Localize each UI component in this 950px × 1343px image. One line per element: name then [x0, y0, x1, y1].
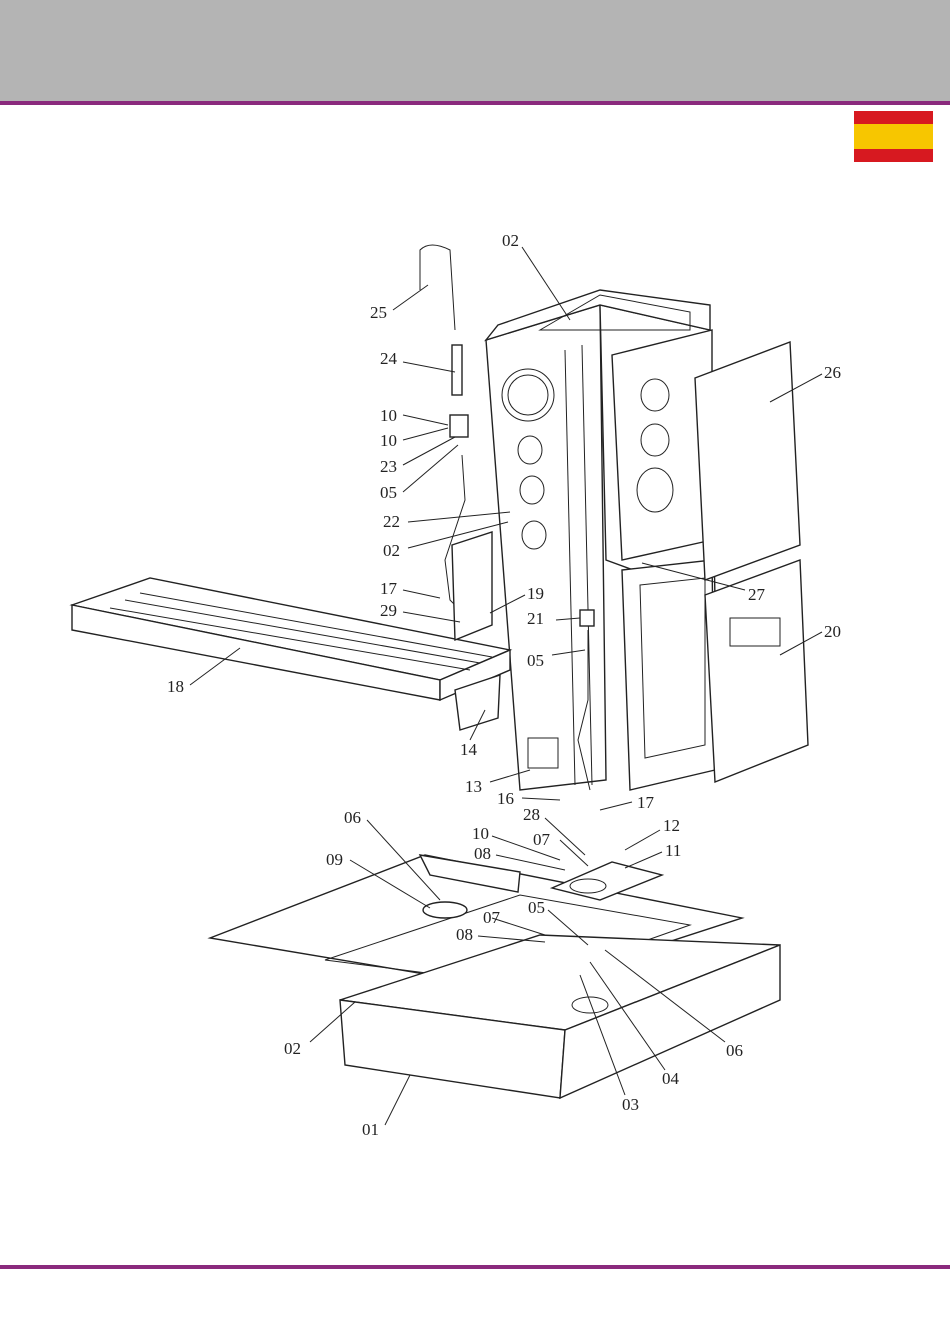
part-label: 05 — [380, 483, 397, 502]
part-label: 02 — [502, 231, 519, 250]
part-label: 17 — [637, 793, 655, 812]
part-label: 22 — [383, 512, 400, 531]
cover-plate-26 — [695, 342, 800, 580]
part-label: 21 — [527, 609, 544, 628]
part-label: 25 — [370, 303, 387, 322]
part-label: 23 — [380, 457, 397, 476]
part-label: 08 — [456, 925, 473, 944]
part-label: 29 — [380, 601, 397, 620]
part-label: 17 — [380, 579, 398, 598]
worktable — [72, 532, 510, 730]
part-label: 04 — [662, 1069, 680, 1088]
part-label: 18 — [167, 677, 184, 696]
part-label: 28 — [523, 805, 540, 824]
part-label: 14 — [460, 740, 478, 759]
part-label: 16 — [497, 789, 514, 808]
part-label: 06 — [344, 808, 361, 827]
part-label: 20 — [824, 622, 841, 641]
part-label: 10 — [380, 406, 397, 425]
part-label: 05 — [528, 898, 545, 917]
footer-accent-rule — [0, 1265, 950, 1269]
part-label: 07 — [533, 830, 551, 849]
part-label: 11 — [665, 841, 681, 860]
part-label: 26 — [824, 363, 841, 382]
part-label: 03 — [622, 1095, 639, 1114]
part-label: 01 — [362, 1120, 379, 1139]
part-label: 02 — [284, 1039, 301, 1058]
part-label: 09 — [326, 850, 343, 869]
part-label: 19 — [527, 584, 544, 603]
part-label: 10 — [472, 824, 489, 843]
part-label: 13 — [465, 777, 482, 796]
part-label: 12 — [663, 816, 680, 835]
part-label: 10 — [380, 431, 397, 450]
part-label: 06 — [726, 1041, 743, 1060]
part-label: 24 — [380, 349, 398, 368]
part-label: 02 — [383, 541, 400, 560]
part-label: 05 — [527, 651, 544, 670]
part-label: 07 — [483, 908, 501, 927]
part-label: 08 — [474, 844, 491, 863]
part-label: 27 — [748, 585, 766, 604]
